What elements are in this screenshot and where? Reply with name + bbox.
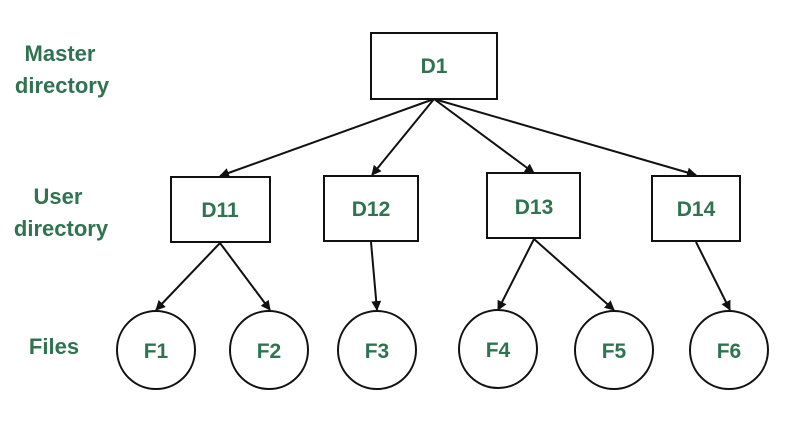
node-f6: F6 xyxy=(689,310,769,390)
node-f3-circle xyxy=(337,310,417,390)
edge-d11-f1 xyxy=(155,242,221,311)
edge-d1-d14 xyxy=(433,98,697,178)
edge-d1-d12 xyxy=(371,98,435,176)
level-label-user-line1: User xyxy=(34,184,83,209)
edge-d13-f5 xyxy=(533,238,615,311)
node-d11: D11 xyxy=(170,176,271,243)
node-f1-label: F1 xyxy=(144,340,169,363)
node-f4: F4 xyxy=(458,309,538,389)
edge-d12-f3 xyxy=(370,241,382,311)
node-d12-box xyxy=(323,175,419,242)
node-d14-label: D14 xyxy=(677,198,716,221)
node-d13-box xyxy=(486,172,581,239)
node-f5-label: F5 xyxy=(602,340,627,363)
node-f1-circle xyxy=(116,310,196,390)
node-d11-label: D11 xyxy=(201,199,239,222)
node-d1: D1 xyxy=(370,32,498,100)
node-f2-circle xyxy=(229,310,309,390)
edge-d14-f6 xyxy=(695,241,731,311)
level-label-files-line1: Files xyxy=(29,334,79,359)
node-f5: F5 xyxy=(574,310,654,390)
node-f3-label: F3 xyxy=(365,340,390,363)
node-d14-box xyxy=(651,175,741,242)
edge-d13-f4 xyxy=(497,238,535,311)
node-f3: F3 xyxy=(337,310,417,390)
node-f1: F1 xyxy=(116,310,196,390)
node-f6-label: F6 xyxy=(717,340,742,363)
node-f4-circle xyxy=(458,309,538,389)
node-d1-label: D1 xyxy=(421,55,448,78)
level-label-user: User directory xyxy=(14,184,109,241)
level-label-master-line1: Master xyxy=(25,41,96,66)
node-d11-box xyxy=(170,176,271,243)
node-d1-box xyxy=(370,32,498,100)
node-f4-label: F4 xyxy=(486,339,511,362)
node-f2: F2 xyxy=(229,310,309,390)
node-f2-label: F2 xyxy=(257,340,282,363)
level-label-master-line2: directory xyxy=(15,73,110,98)
edge-d11-f2 xyxy=(219,242,271,311)
level-label-user-line2: directory xyxy=(14,216,109,241)
node-f5-circle xyxy=(574,310,654,390)
node-d14: D14 xyxy=(651,175,741,242)
edge-d1-d11 xyxy=(219,98,435,178)
edges xyxy=(155,98,731,311)
node-d13-label: D13 xyxy=(515,196,554,219)
level-label-master: Master directory xyxy=(15,41,110,98)
level-label-files: Files xyxy=(29,334,79,359)
node-d12: D12 xyxy=(323,175,419,242)
node-f6-circle xyxy=(689,310,769,390)
node-d13: D13 xyxy=(486,172,581,239)
edge-d1-d13 xyxy=(433,98,535,174)
node-d12-label: D12 xyxy=(352,198,391,221)
